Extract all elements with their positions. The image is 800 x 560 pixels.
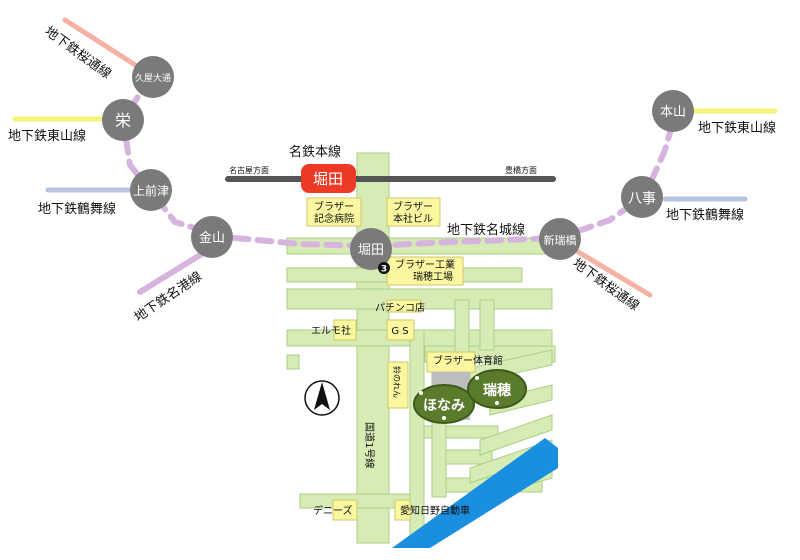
label-brother-hospital-2: 記念病院 xyxy=(314,212,354,225)
station-circle-hisaya xyxy=(132,56,174,98)
label-dennys: デニーズ xyxy=(313,504,353,517)
label-gs: G S xyxy=(391,326,408,337)
meiko-line xyxy=(137,249,208,295)
box-brother-factory xyxy=(386,256,464,286)
station-circle-kanayama xyxy=(191,216,233,258)
station-circle-sakae xyxy=(102,99,144,141)
station-circle-yagoto xyxy=(621,176,663,218)
venue-label-honami: ほなみ xyxy=(423,398,465,414)
label-suzunoren: 鈴のれん xyxy=(392,366,402,398)
river xyxy=(392,438,558,548)
label-erumo: エルモ社 xyxy=(311,324,351,337)
meitetsu-horita-label: 堀田 xyxy=(313,170,343,188)
label-brother-gym: ブラザー体育館 xyxy=(433,354,503,367)
landmark-boxes xyxy=(306,197,476,521)
label-brother-factory-1: ブラザー工業 xyxy=(395,258,455,271)
label-higashiyama-east: 地下鉄東山線 xyxy=(698,120,776,136)
box-dennys xyxy=(332,499,358,521)
box-gs xyxy=(386,319,415,341)
meitetsu-endpoint-right xyxy=(550,176,556,182)
box-suzunoren xyxy=(387,361,409,409)
road-left-small xyxy=(286,354,300,370)
box-brother-hospital xyxy=(306,197,362,227)
label-tsurumai-east: 地下鉄鶴舞線 xyxy=(666,207,744,223)
label-pachinko: パチンコ店 xyxy=(375,301,425,314)
label-brother-hq-1: ブラザー xyxy=(393,200,433,213)
exit-3-number: 3 xyxy=(381,265,387,275)
label-brother-factory-2: 瑞穂工場 xyxy=(413,270,453,283)
meitetsu-horita-station xyxy=(301,164,356,193)
venue-mizuho xyxy=(467,369,527,409)
sakuradori-line-east xyxy=(572,247,653,298)
exit-3-icon xyxy=(378,262,390,274)
sakuradori-line-west xyxy=(62,17,143,71)
meitetsu-endpoint-left xyxy=(225,176,231,182)
label-brother-hospital-1: ブラザー xyxy=(314,200,354,213)
station-circle-shinmizuho xyxy=(539,218,581,260)
label-brother-hq-2: 本社ビル xyxy=(393,212,433,225)
station-label-shinmizuho: 新瑞橋 xyxy=(544,233,577,247)
label-sakuradori-west: 地下鉄桜通線 xyxy=(42,23,115,82)
north-arrow-icon xyxy=(304,380,340,416)
station-label-kamimaezu: 上前津 xyxy=(133,183,169,198)
venue-label-mizuho: 瑞穂 xyxy=(483,382,511,399)
station-label-horita: 堀田 xyxy=(358,243,384,258)
road-right-vert xyxy=(454,299,470,361)
label-toyohashi-direction: 豊橋方面 xyxy=(505,165,537,175)
station-circle-horita xyxy=(350,228,392,270)
station-label-yagoto: 八事 xyxy=(628,191,656,207)
road-route1 xyxy=(356,152,390,544)
box-erumo xyxy=(333,319,357,341)
station-circle-motoyama xyxy=(652,90,694,132)
box-brother-hq xyxy=(386,197,441,227)
road-diag-3 xyxy=(479,414,553,456)
label-nagoya-direction: 名古屋方面 xyxy=(229,165,269,175)
label-meitetsu: 名鉄本線 xyxy=(289,144,341,160)
label-aichi-hino: 愛知日野自動車 xyxy=(400,504,470,517)
label-meijo: 地下鉄名城線 xyxy=(447,222,525,238)
venue-honami xyxy=(413,384,475,424)
station-circle-kamimaezu xyxy=(130,169,172,211)
label-route1: 国道1号線 xyxy=(363,422,376,468)
station-label-hisaya: 久屋大通 xyxy=(135,72,171,84)
box-aichi-hino xyxy=(394,499,411,521)
station-label-motoyama: 本山 xyxy=(660,105,686,120)
road-minor-v3 xyxy=(479,299,495,351)
station-label-kanayama: 金山 xyxy=(199,230,225,246)
station-label-sakae: 栄 xyxy=(115,111,131,130)
station-circles xyxy=(102,56,694,270)
label-higashiyama-west: 地下鉄東山線 xyxy=(8,128,86,144)
box-pachinko xyxy=(386,299,422,313)
label-tsurumai-west: 地下鉄鶴舞線 xyxy=(38,201,116,217)
